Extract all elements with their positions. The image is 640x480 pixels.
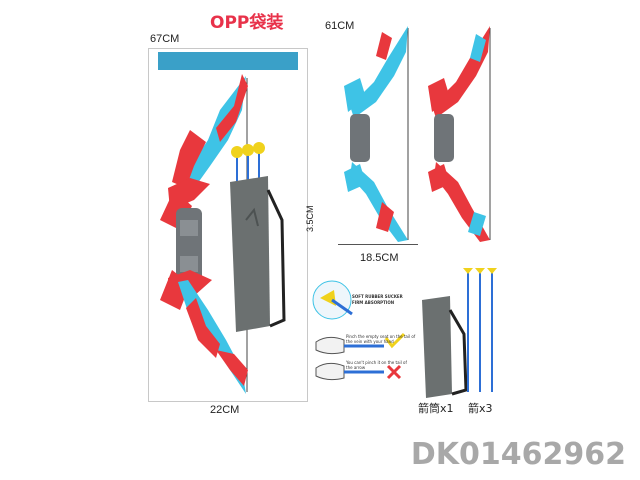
sucker-label-1: SOFT RUBBER SUCKER: [352, 294, 403, 299]
package-title: OPP袋装: [210, 13, 284, 33]
hand-grip-icon: [315, 332, 406, 381]
product-sku: DK01462962: [410, 437, 626, 472]
bag-height-label: 67CM: [150, 33, 180, 45]
red-bow-icon: [428, 26, 491, 242]
bow-depth-label: 3.5CM: [305, 205, 315, 232]
tip-wrong-2: the arrow: [346, 365, 366, 370]
bow-width-label: 18.5CM: [360, 252, 399, 264]
arrows-caption: 箭x3: [468, 402, 493, 415]
tip-right-2: the vein with your hand: [346, 339, 394, 344]
quiver-caption: 箭筒x1: [418, 402, 454, 415]
quiver-icon: [422, 296, 468, 398]
bow-length-label: 61CM: [325, 20, 355, 32]
sucker-label-2: FIRM ABSORPTION: [352, 300, 395, 305]
tip-right-1: Pinch the empty seat on the tail of: [346, 334, 416, 339]
bag-width-label: 22CM: [210, 404, 240, 416]
tip-wrong-1: You can't pinch it on the tail of: [346, 360, 407, 365]
arrows-icon: [463, 268, 497, 392]
bag-header-strip: [158, 52, 298, 70]
suction-cup-icon: [312, 280, 353, 320]
blue-bow-icon: [344, 26, 409, 242]
bow-width-line: [338, 244, 418, 245]
bow-in-bag-icon: [160, 74, 286, 394]
opp-bag-outline: [148, 48, 308, 402]
